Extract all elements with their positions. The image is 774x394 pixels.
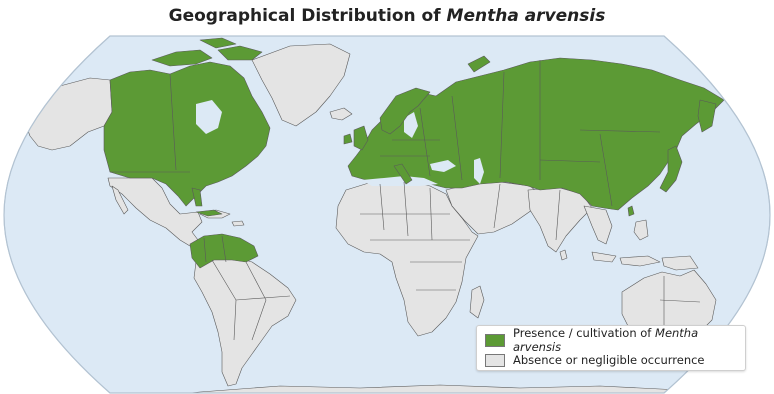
baltic-sea — [404, 112, 418, 138]
legend-item-absence: Absence or negligible occurrence — [485, 351, 737, 369]
mediterranean-sea — [362, 176, 438, 186]
legend: Presence / cultivation of Mentha arvensi… — [476, 325, 746, 371]
legend-swatch-presence — [485, 333, 505, 347]
region-novaya-zemlya-presence — [467, 55, 491, 73]
black-sea — [430, 160, 456, 172]
region-florida-presence — [191, 187, 203, 207]
region-baja — [111, 185, 129, 215]
hudson-bay — [196, 100, 222, 134]
region-southeast-asia — [583, 205, 613, 245]
legend-item-presence: Presence / cultivation of Mentha arvensi… — [485, 326, 737, 354]
region-kamchatka-presence — [697, 99, 717, 133]
region-iceland — [329, 107, 353, 121]
region-greenland — [251, 43, 351, 127]
region-taiwan-presence — [627, 205, 635, 217]
region-indonesia — [591, 219, 699, 271]
region-british-isles-presence — [343, 125, 369, 151]
region-cuba-presence — [195, 209, 223, 217]
legend-label-presence: Presence / cultivation of Mentha arvensi… — [513, 326, 699, 354]
legend-label-absence: Absence or negligible occurrence — [513, 353, 705, 367]
region-japan-presence — [659, 145, 683, 193]
country-borders — [110, 60, 701, 341]
region-south-america — [193, 249, 297, 387]
caspian-sea — [474, 158, 484, 184]
region-northern-south-america-presence — [189, 233, 259, 269]
map-outline — [3, 35, 771, 394]
region-sri-lanka — [559, 249, 568, 261]
region-antarctica — [179, 384, 701, 393]
region-africa — [335, 179, 479, 337]
legend-swatch-absence — [485, 353, 505, 367]
region-italy-presence — [393, 163, 413, 185]
region-north-america-presence — [103, 61, 271, 207]
map-title-species: Mentha arvensis — [446, 6, 606, 26]
region-madagascar — [469, 285, 485, 319]
region-scandinavia-presence — [379, 87, 431, 135]
map-title: Geographical Distribution of Mentha arve… — [168, 6, 606, 26]
region-arctic-islands-presence — [151, 37, 263, 67]
